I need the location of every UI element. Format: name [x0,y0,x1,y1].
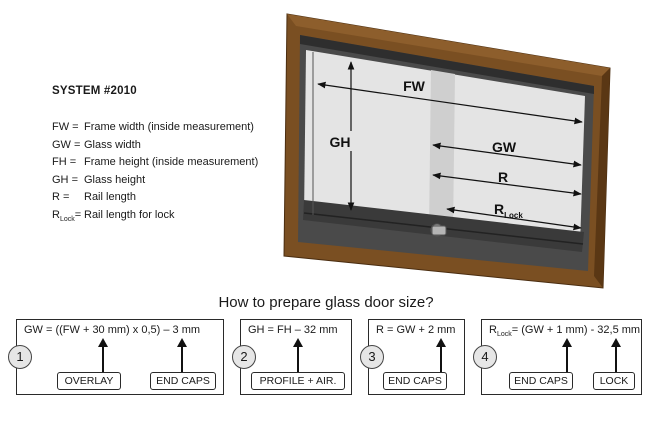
fw-label-bg [399,76,429,94]
step-3-box: 3 R = GW + 2 mm END CAPS [360,319,465,395]
tag-overlay: OVERLAY [57,372,121,390]
step-2-box: 2 GH = FH – 32 mm PROFILE + AIR. [232,319,352,395]
question-heading: How to prepare glass door size? [218,294,434,311]
glass-overlap [429,70,455,232]
tag-profile-air: PROFILE + AIR. [251,372,345,390]
tag-lock: LOCK [593,372,635,390]
gh-label: GH [330,134,351,150]
cabinet-diagram: FW GH GW R RLock [283,13,611,289]
legend-desc: Rail length [84,191,136,204]
step-number-1: 1 [8,345,32,369]
lock-body [431,225,447,236]
legend-row-gh: GH = Glass height [52,172,258,190]
rlock-label: RLock [494,201,523,220]
legend-key: GW [52,138,71,151]
frame-right-shade [594,68,610,288]
gw-dimension [432,142,582,168]
legend-desc: Rail length for lock [84,208,175,221]
arrow-up-icon [562,338,572,374]
legend-desc: Frame height (inside measurement) [84,156,259,169]
tag-end-caps: END CAPS [150,372,216,390]
fw-dimension [317,81,583,125]
tag-end-caps: END CAPS [509,372,573,390]
r-dimension [432,172,582,197]
arrow-up-icon [293,338,303,374]
top-rail [300,35,594,94]
step-number-4: 4 [473,345,497,369]
arrow-up-icon [436,338,446,374]
legend-key: GH [52,173,69,186]
tag-end-caps: END CAPS [383,372,447,390]
legend-row-rlock: RLock= Rail length for lock [52,207,258,229]
legend-row-fh: FH = Frame height (inside measurement) [52,154,258,172]
arrow-up-icon [611,338,621,374]
legend-row-fw: FW = Frame width (inside measurement) [52,119,258,137]
step-number-2: 2 [232,345,256,369]
fw-label: FW [403,78,426,94]
r-label: R [498,169,508,185]
step-3-formula: R = GW + 2 mm [376,324,456,336]
step-2-formula: GH = FH – 32 mm [248,324,338,336]
gh-label-bg [331,131,371,151]
legend-desc: Glass height [84,173,146,186]
step-4-formula: RLock= (GW + 1 mm) - 32,5 mm [489,324,641,339]
legend-key: R [52,191,60,204]
step-1-box: 1 GW = ((FW + 30 mm) x 0,5) – 3 mm OVERL… [8,319,224,395]
legend-desc: Glass width [84,138,141,151]
legend-key: FW [52,121,70,133]
gw-label: GW [492,139,517,155]
arrow-up-icon [98,338,108,374]
legend-row-gw: GW = Glass width [52,137,258,155]
step-1-formula: GW = ((FW + 30 mm) x 0,5) – 3 mm [24,324,201,336]
arrow-up-icon [177,338,187,374]
system-title: SYSTEM #2010 [52,85,137,97]
frame-top-highlight [287,14,610,76]
legend-key-sub: Lock [59,216,75,224]
legend-desc: Frame width (inside measurement) [84,121,254,133]
legend-row-r: R = Rail length [52,189,258,207]
step-4-box: 4 RLock= (GW + 1 mm) - 32,5 mm END CAPS … [473,319,642,395]
legend-key: FH [52,156,67,169]
legend: FW = Frame width (inside measurement) GW… [52,119,258,229]
step-number-3: 3 [360,345,384,369]
legend-key: R [52,208,60,221]
rlock-dimension [446,206,582,231]
